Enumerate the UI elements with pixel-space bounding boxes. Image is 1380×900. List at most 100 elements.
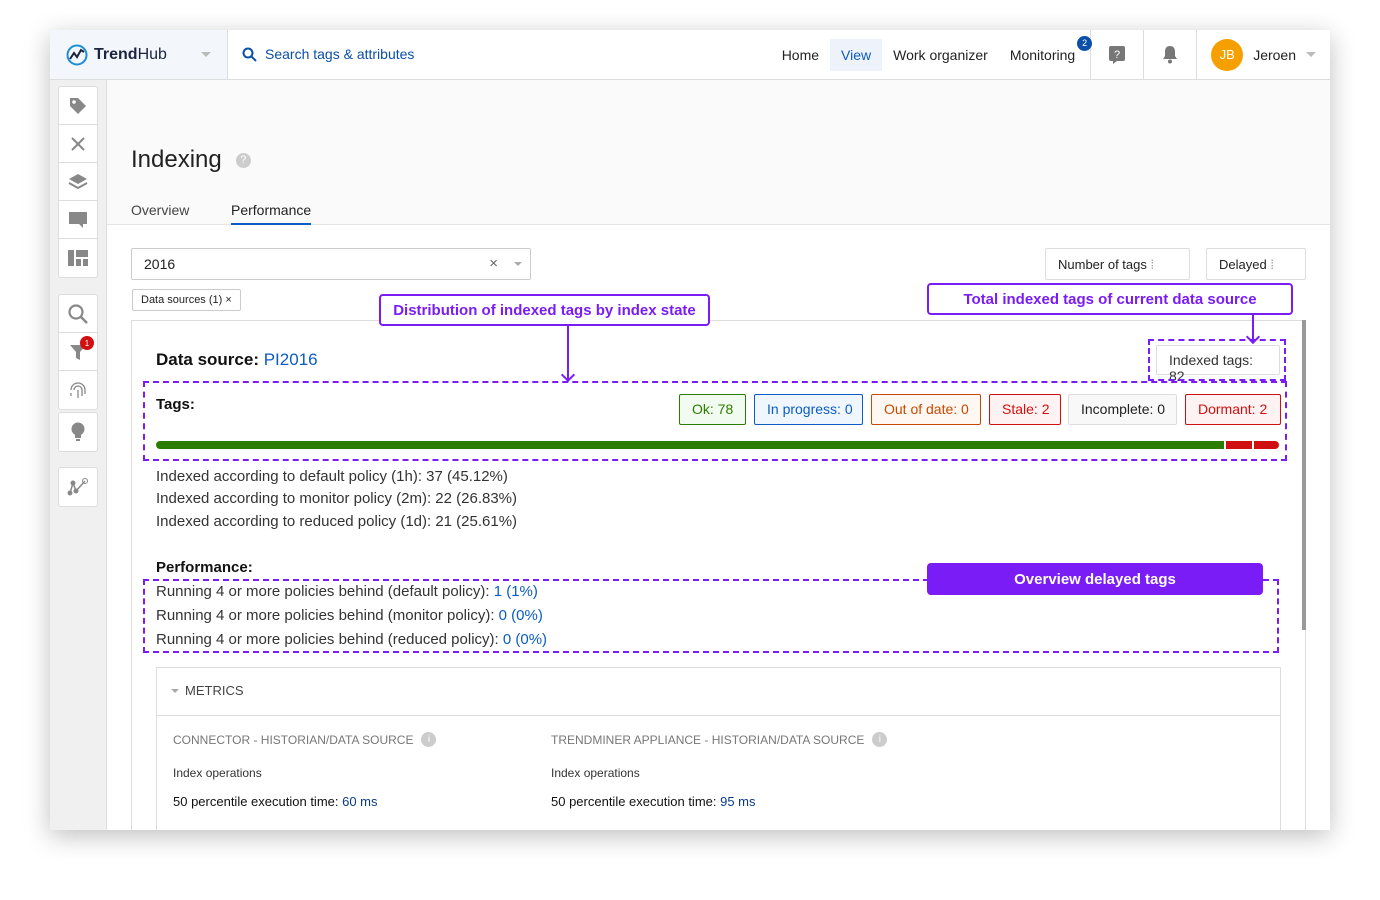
perf-row-monitor: Running 4 or more policies behind (monit… bbox=[156, 607, 543, 624]
app-name: TrendHub bbox=[94, 45, 167, 63]
tag-state-bar-segment bbox=[1226, 441, 1252, 449]
metrics-sub: Index operations bbox=[551, 766, 640, 780]
perf-text: Running 4 or more policies behind (defau… bbox=[156, 583, 494, 600]
layers-button[interactable] bbox=[59, 163, 97, 201]
rail-group-search: 1 bbox=[58, 294, 98, 410]
search-icon bbox=[68, 303, 88, 324]
operators-icon bbox=[71, 136, 85, 151]
callout-delayed: Overview delayed tags bbox=[927, 563, 1263, 595]
annotation-indexed-box bbox=[1148, 339, 1286, 381]
datasource-name-link[interactable]: PI2016 bbox=[263, 350, 318, 369]
info-icon[interactable]: i bbox=[872, 732, 888, 747]
graph-nodes-icon bbox=[67, 478, 88, 496]
app-window: TrendHub Search tags & attributes Home V… bbox=[50, 30, 1330, 830]
perf-link[interactable]: 1 (1%) bbox=[493, 583, 538, 600]
tag-state-pill[interactable]: Incomplete: 0 bbox=[1068, 394, 1177, 425]
app-switcher[interactable]: TrendHub bbox=[50, 30, 228, 79]
search-icon bbox=[242, 47, 257, 62]
insights-button[interactable] bbox=[59, 413, 97, 451]
nav-home[interactable]: Home bbox=[781, 46, 820, 63]
chip-label: Data sources (1) bbox=[141, 294, 223, 306]
perf-link[interactable]: 0 (0%) bbox=[498, 607, 543, 624]
comment-icon bbox=[69, 211, 87, 228]
metrics-toggle[interactable]: METRICS bbox=[157, 668, 1280, 716]
tag-state-pill[interactable]: Stale: 2 bbox=[989, 394, 1061, 425]
sort-label: Number of tags bbox=[1058, 257, 1147, 272]
svg-text:?: ? bbox=[1114, 49, 1120, 61]
datasource-select[interactable]: 2016 × bbox=[131, 248, 531, 280]
metrics-stat: 50 percentile execution time: 60 ms bbox=[173, 794, 378, 809]
fingerprint-icon bbox=[70, 382, 86, 398]
tab-overview[interactable]: Overview bbox=[131, 202, 190, 218]
tags-button[interactable] bbox=[59, 87, 97, 125]
datasource-filter-chip[interactable]: Data sources (1) × bbox=[132, 289, 241, 311]
tag-state-pill[interactable]: Ok: 78 bbox=[679, 394, 746, 425]
metrics-sub: Index operations bbox=[173, 766, 262, 780]
dashboard-icon bbox=[68, 250, 88, 266]
bell-icon bbox=[1163, 46, 1178, 64]
help-icon: ? bbox=[1109, 45, 1126, 64]
user-name[interactable]: Jeroen bbox=[1253, 46, 1296, 63]
datasource-heading: Data source: PI2016 bbox=[156, 350, 318, 370]
tag-state-pill[interactable]: In progress: 0 bbox=[754, 394, 863, 425]
annotation-performance-box bbox=[143, 579, 1279, 653]
policy-monitor: Indexed according to monitor policy (2m)… bbox=[156, 490, 518, 507]
metrics-heading: CONNECTOR - HISTORIAN/DATA SOURCE bbox=[173, 732, 414, 747]
annotation-tags-box bbox=[143, 381, 1287, 461]
avatar[interactable]: JB bbox=[1211, 38, 1244, 71]
fingerprint-button[interactable] bbox=[59, 371, 97, 409]
tag-state-bar-segment bbox=[156, 441, 1225, 449]
sort-delayed-button[interactable]: Delayed ⁞ bbox=[1206, 248, 1306, 280]
close-icon[interactable]: × bbox=[225, 294, 232, 306]
top-header: TrendHub Search tags & attributes Home V… bbox=[50, 30, 1330, 80]
help-icon[interactable]: ? bbox=[235, 152, 251, 168]
perf-text: Running 4 or more policies behind (monit… bbox=[156, 607, 499, 624]
tag-state-pill[interactable]: Dormant: 2 bbox=[1185, 394, 1281, 425]
info-icon[interactable]: i bbox=[421, 732, 437, 747]
sort-number-of-tags-button[interactable]: Number of tags ⁞ bbox=[1045, 248, 1190, 280]
metrics-section: METRICS CONNECTOR - HISTORIAN/DATA SOURC… bbox=[156, 667, 1281, 830]
filter-button[interactable]: 1 bbox=[59, 333, 97, 371]
notifications-button[interactable] bbox=[1148, 45, 1192, 64]
page-header: Indexing? Overview Performance bbox=[107, 80, 1330, 225]
nav-view[interactable]: View bbox=[830, 38, 883, 71]
tag-state-pill[interactable]: Out of date: 0 bbox=[871, 394, 981, 425]
metrics-heading: TRENDMINER APPLIANCE - HISTORIAN/DATA SO… bbox=[551, 732, 865, 747]
sort-icon: ⁞ bbox=[1270, 257, 1274, 272]
dashboard-button[interactable] bbox=[59, 239, 97, 277]
metrics-col-connector: CONNECTOR - HISTORIAN/DATA SOURCE i Index… bbox=[173, 732, 437, 809]
perf-link[interactable]: 0 (0%) bbox=[502, 631, 548, 648]
performance-label: Performance: bbox=[156, 559, 253, 576]
scrollbar[interactable] bbox=[1302, 320, 1306, 630]
lightbulb-icon bbox=[71, 422, 85, 441]
policy-reduced: Indexed according to reduced policy (1d)… bbox=[156, 513, 518, 530]
metrics-stat: 50 percentile execution time: 95 ms bbox=[551, 794, 756, 809]
rail-group-insights bbox=[58, 412, 98, 452]
policy-default: Indexed according to default policy (1h)… bbox=[156, 468, 508, 485]
calculator-button[interactable] bbox=[59, 125, 97, 163]
tab-performance[interactable]: Performance bbox=[231, 202, 312, 225]
search-button[interactable] bbox=[59, 295, 97, 333]
search-input[interactable]: Search tags & attributes bbox=[242, 46, 414, 62]
divider bbox=[1143, 30, 1145, 79]
chevron-down-icon[interactable] bbox=[1306, 52, 1316, 57]
clear-icon[interactable]: × bbox=[489, 255, 498, 272]
tag-state-bar-segment bbox=[1253, 441, 1279, 449]
comments-button[interactable] bbox=[59, 201, 97, 239]
perf-row-reduced: Running 4 or more policies behind (reduc… bbox=[156, 631, 547, 648]
sort-label: Delayed bbox=[1219, 257, 1267, 272]
tag-icon bbox=[70, 97, 86, 114]
left-toolbar: 1 bbox=[50, 80, 107, 830]
callout-total: Total indexed tags of current data sourc… bbox=[927, 283, 1293, 315]
monitoring-badge: 2 bbox=[1077, 35, 1093, 51]
callout-distribution: Distribution of indexed tags by index st… bbox=[379, 294, 710, 326]
help-button[interactable]: ? bbox=[1095, 45, 1139, 64]
ml-button[interactable] bbox=[59, 468, 97, 506]
chevron-down-icon[interactable] bbox=[514, 262, 522, 266]
nav-work-organizer[interactable]: Work organizer bbox=[893, 46, 988, 63]
sort-icon: ⁞ bbox=[1150, 257, 1155, 272]
annotation-arrow bbox=[567, 325, 569, 379]
nav-monitoring-label: Monitoring bbox=[1009, 46, 1076, 63]
